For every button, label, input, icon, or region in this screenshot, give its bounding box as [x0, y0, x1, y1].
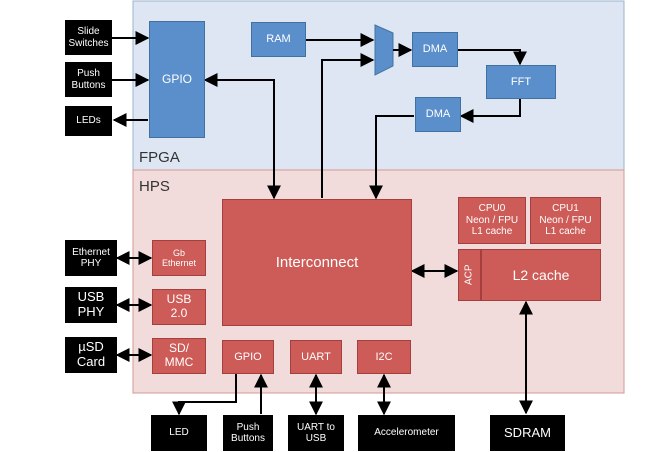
- fpga-gpio-block: GPIO: [149, 21, 205, 138]
- connector-arrows: [112, 31, 533, 416]
- i2c-block: I2C: [357, 340, 411, 374]
- ram-block: RAM: [251, 22, 306, 57]
- dma-top-block: DMA: [412, 32, 458, 67]
- cpu0-block: CPU0 Neon / FPU L1 cache: [458, 197, 526, 244]
- sdram-block: SDRAM: [490, 415, 565, 451]
- accelerometer-block: Accelerometer: [358, 415, 455, 451]
- uart-block: UART: [290, 340, 342, 374]
- hps-gpio-block: GPIO: [222, 340, 274, 374]
- uart-to-usb-block: UART to USB: [288, 415, 344, 451]
- slide-switches-block: Slide Switches: [65, 20, 112, 55]
- push-buttons-hps-block: Push Buttons: [223, 415, 273, 451]
- push-buttons-fpga-block: Push Buttons: [65, 62, 112, 97]
- led-block: LED: [151, 415, 207, 451]
- fpga-label: FPGA: [139, 149, 180, 166]
- leds-block: LEDs: [65, 106, 112, 136]
- gb-ethernet-block: Gb Ethernet: [152, 240, 206, 276]
- cpu1-block: CPU1 Neon / FPU L1 cache: [530, 197, 601, 244]
- dma-bottom-block: DMA: [415, 97, 461, 132]
- sdmmc-block: SD/ MMC: [152, 338, 206, 374]
- acp-label: ACP: [463, 264, 475, 286]
- interconnect-block: Interconnect: [222, 199, 412, 326]
- usd-card-block: µSD Card: [65, 337, 117, 373]
- hps-label: HPS: [139, 178, 170, 195]
- multiplexer-shape: [374, 24, 394, 76]
- fft-block: FFT: [486, 65, 556, 99]
- ethernet-phy-block: Ethernet PHY: [65, 240, 117, 276]
- usb-phy-block: USB PHY: [65, 287, 117, 323]
- usb20-block: USB 2.0: [152, 289, 206, 325]
- acp-block: ACP: [458, 249, 481, 301]
- l2-cache-block: L2 cache: [481, 249, 601, 301]
